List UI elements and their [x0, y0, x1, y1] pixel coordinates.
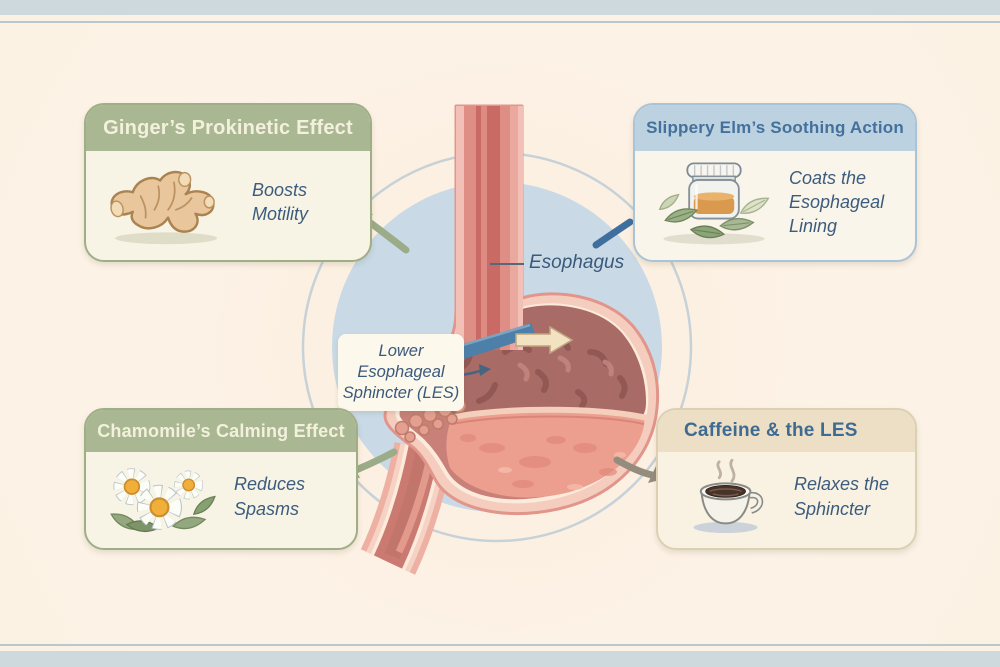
- chamomile-flower: [174, 470, 204, 499]
- elm-leaves: [658, 193, 770, 239]
- stomach-liquid: [446, 410, 645, 498]
- stomach-lower-tube: [360, 441, 454, 575]
- callout-ginger-text: Boosts Motility: [252, 179, 309, 224]
- callout-ginger: Ginger’s Prokinetic Effect Boosts Motili…: [84, 103, 372, 262]
- flow-arrow-icon: [515, 325, 574, 355]
- chamomile-flower: [136, 484, 182, 530]
- callout-chamomile-body: Reduces Spasms: [86, 452, 356, 541]
- chamomile-flowers-icon: [110, 467, 216, 532]
- top-border-band: [0, 0, 1000, 15]
- les-label-line2: Esophageal: [357, 362, 445, 381]
- callout-slippery-elm-title: Slippery Elm’s Soothing Action: [635, 105, 915, 151]
- chamomile-leaves: [110, 495, 216, 532]
- callout-ginger-title: Ginger’s Prokinetic Effect: [86, 105, 370, 151]
- jar-leaves-icon: [658, 162, 770, 245]
- callout-ginger-body: Boosts Motility: [86, 151, 370, 253]
- top-frame-line: [0, 21, 1000, 23]
- callout-caffeine-body: Relaxes the Sphincter: [658, 452, 915, 541]
- les-label-line3: Sphincter (LES): [342, 384, 460, 403]
- callout-caffeine: Caffeine & the LES Relaxes the Sphincter: [656, 408, 917, 550]
- callout-caffeine-text: Relaxes the Sphincter: [794, 474, 890, 519]
- callout-chamomile-title: Chamomile’s Calming Effect: [86, 410, 356, 452]
- chamomile-flower: [113, 467, 151, 505]
- callout-slippery-elm-body: Coats the Esophageal Lining: [635, 151, 915, 253]
- esophagus-illustration: [456, 106, 523, 350]
- callout-slippery-elm: Slippery Elm’s Soothing Action: [633, 103, 917, 262]
- les-label-line1: Lower: [378, 341, 424, 360]
- bottom-frame-line: [0, 644, 1000, 646]
- coffee-cup-icon: [693, 458, 764, 533]
- callout-slippery-elm-text: Coats the Esophageal Lining: [789, 167, 885, 237]
- ginger-root-icon: [110, 170, 218, 245]
- bottom-border-band: [0, 651, 1000, 667]
- les-label: Lower Esophageal Sphincter (LES): [338, 334, 464, 411]
- callout-chamomile-text: Reduces Spasms: [234, 474, 306, 519]
- steam-icon: [716, 458, 736, 482]
- stomach-body: [383, 104, 660, 515]
- callout-caffeine-title: Caffeine & the LES: [658, 410, 915, 452]
- connector-arrows: [340, 210, 668, 483]
- esophagus-label: Esophagus: [529, 252, 625, 273]
- stomach-wall-texture: [394, 398, 467, 443]
- callout-chamomile: Chamomile’s Calming Effect: [84, 408, 358, 550]
